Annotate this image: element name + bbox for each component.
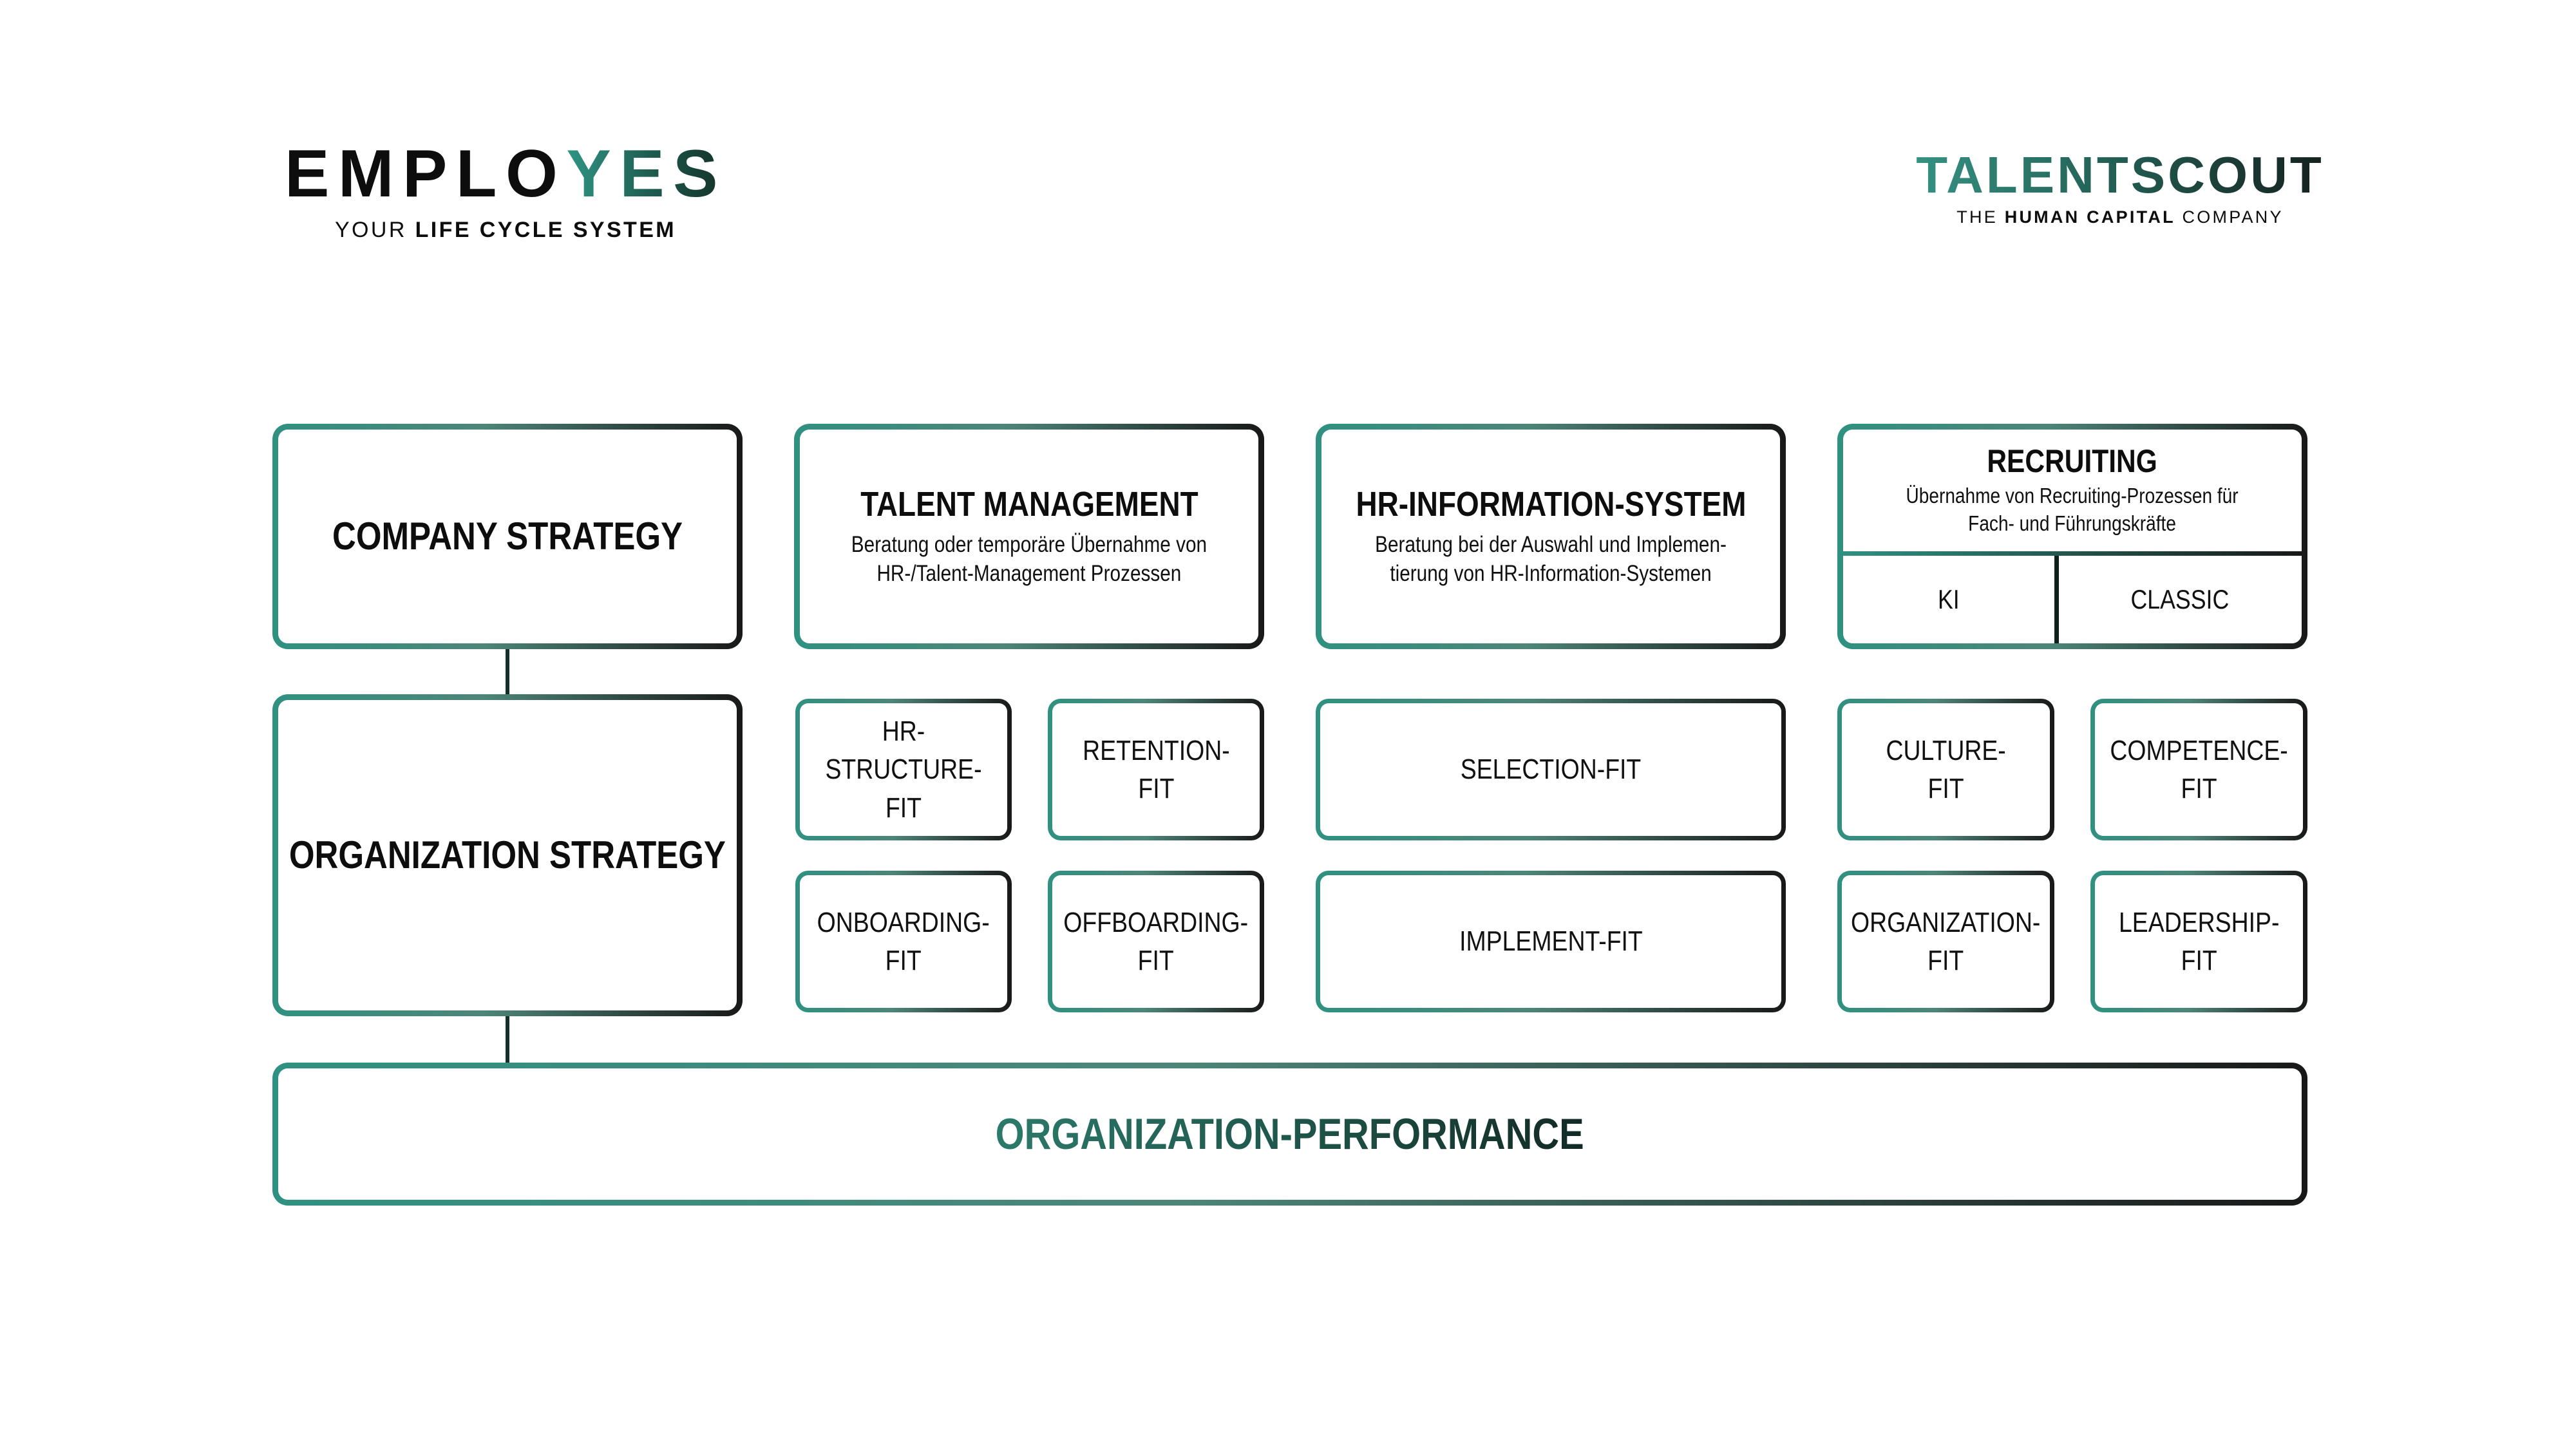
implement-fit-box: IMPLEMENT-FIT <box>1316 871 1786 1012</box>
hr-structure-fit-line2: FIT <box>885 791 922 824</box>
employes-tagline-regular: YOUR <box>334 218 415 242</box>
hr-structure-fit-label: HR-STRUCTURE- FIT <box>815 712 992 827</box>
hr-structure-fit-line1: HR-STRUCTURE- <box>825 715 982 786</box>
hr-information-system-subtitle-line1: Beratung bei der Auswahl und Implemen- <box>1375 531 1727 557</box>
culture-fit-line1: CULTURE- <box>1886 734 2006 766</box>
employes-wordmark-black: EMPLO <box>284 137 567 211</box>
recruiting-cell-ki-label: KI <box>1937 584 1960 614</box>
employes-tagline-bold: LIFE CYCLE SYSTEM <box>415 218 677 242</box>
offboarding-fit-line1: OFFBOARDING- <box>1063 906 1249 938</box>
employes-wordmark-green: YES <box>566 137 727 211</box>
recruiting-header: RECRUITING Übernahme von Recruiting-Proz… <box>1843 430 2302 551</box>
organization-strategy-box: ORGANIZATION STRATEGY <box>272 694 743 1016</box>
recruiting-horizontal-divider <box>1843 551 2302 556</box>
talentscout-tagline-pre: THE <box>1956 207 2005 227</box>
talent-management-title: TALENT MANAGEMENT <box>860 485 1198 524</box>
retention-fit-label: RETENTION- FIT <box>1083 732 1230 808</box>
culture-fit-label: CULTURE- FIT <box>1886 732 2005 808</box>
employes-tagline: YOUR LIFE CYCLE SYSTEM <box>222 218 789 243</box>
talent-management-subtitle-line2: HR-/Talent-Management Prozessen <box>876 561 1182 587</box>
talentscout-tagline-bold: HUMAN CAPITAL <box>2004 207 2175 227</box>
competence-fit-label: COMPETENCE- FIT <box>2110 732 2287 808</box>
talent-management-box: TALENT MANAGEMENT Beratung oder temporär… <box>794 424 1264 649</box>
organization-fit-box: ORGANIZATION- FIT <box>1837 871 2054 1012</box>
talentscout-logo: TALENTSCOUT THE HUMAN CAPITAL COMPANY <box>1862 149 2378 227</box>
recruiting-cell-ki: KI <box>1843 556 2054 643</box>
company-strategy-title: COMPANY STRATEGY <box>332 515 683 558</box>
recruiting-box: RECRUITING Übernahme von Recruiting-Proz… <box>1837 424 2307 649</box>
hr-information-system-subtitle: Beratung bei der Auswahl und Implemen-ti… <box>1375 530 1727 589</box>
retention-fit-line2: FIT <box>1137 773 1175 804</box>
hr-information-system-box: HR-INFORMATION-SYSTEM Beratung bei der A… <box>1316 424 1786 649</box>
leadership-fit-label: LEADERSHIP- FIT <box>2119 904 2279 980</box>
connector-company-to-organization <box>506 649 509 694</box>
talentscout-tagline: THE HUMAN CAPITAL COMPANY <box>1862 207 2378 227</box>
leadership-fit-line2: FIT <box>2181 945 2217 976</box>
competence-fit-line1: COMPETENCE- <box>2110 734 2288 766</box>
talent-management-subtitle-line1: Beratung oder temporäre Übernahme von <box>851 531 1208 557</box>
recruiting-cells: KI CLASSIC <box>1843 556 2302 643</box>
recruiting-vertical-divider <box>2054 556 2059 643</box>
leadership-fit-line1: LEADERSHIP- <box>2118 906 2280 938</box>
onboarding-fit-label: ONBOARDING- FIT <box>817 904 990 980</box>
organization-fit-line2: FIT <box>1927 945 1964 976</box>
company-strategy-box: COMPANY STRATEGY <box>272 424 743 649</box>
organization-fit-line1: ORGANIZATION- <box>1851 906 2041 938</box>
recruiting-title: RECRUITING <box>1987 442 2158 479</box>
offboarding-fit-line2: FIT <box>1137 945 1175 976</box>
organization-fit-label: ORGANIZATION- FIT <box>1851 904 2040 980</box>
retention-fit-box: RETENTION- FIT <box>1048 699 1264 840</box>
employes-logo: EMPLOYES YOUR LIFE CYCLE SYSTEM <box>222 140 789 243</box>
selection-fit-box: SELECTION-FIT <box>1316 699 1786 840</box>
hr-structure-fit-box: HR-STRUCTURE- FIT <box>795 699 1012 840</box>
onboarding-fit-line2: FIT <box>885 945 922 976</box>
implement-fit-label: IMPLEMENT-FIT <box>1459 925 1643 958</box>
hr-information-system-subtitle-line2: tierung von HR-Information-Systemen <box>1390 561 1712 587</box>
culture-fit-line2: FIT <box>1927 773 1964 804</box>
organization-strategy-title: ORGANIZATION STRATEGY <box>289 833 726 876</box>
onboarding-fit-box: ONBOARDING- FIT <box>795 871 1012 1012</box>
organization-performance-title: ORGANIZATION-PERFORMANCE <box>995 1110 1585 1159</box>
recruiting-subtitle-line1: Übernahme von Recruiting-Prozessen für <box>1906 484 2239 508</box>
hr-information-system-title: HR-INFORMATION-SYSTEM <box>1356 485 1747 524</box>
offboarding-fit-box: OFFBOARDING- FIT <box>1048 871 1264 1012</box>
leadership-fit-box: LEADERSHIP- FIT <box>2090 871 2307 1012</box>
selection-fit-label: SELECTION-FIT <box>1460 753 1642 786</box>
recruiting-cell-classic: CLASSIC <box>2059 556 2302 643</box>
talentscout-wordmark: TALENTSCOUT <box>1862 149 2378 201</box>
talentscout-tagline-post: COMPANY <box>2175 207 2284 227</box>
competence-fit-box: COMPETENCE- FIT <box>2090 699 2307 840</box>
connector-organization-to-performance <box>506 1016 509 1063</box>
employes-wordmark: EMPLOYES <box>222 140 789 207</box>
offboarding-fit-label: OFFBOARDING- FIT <box>1064 904 1249 980</box>
recruiting-cell-classic-label: CLASSIC <box>2130 584 2230 614</box>
culture-fit-box: CULTURE- FIT <box>1837 699 2054 840</box>
competence-fit-line2: FIT <box>2181 773 2217 804</box>
recruiting-subtitle-line2: Fach- und Führungskräfte <box>1968 511 2177 536</box>
retention-fit-line1: RETENTION- <box>1082 734 1230 766</box>
organization-performance-bar: ORGANIZATION-PERFORMANCE <box>272 1063 2307 1206</box>
onboarding-fit-line1: ONBOARDING- <box>817 906 990 938</box>
